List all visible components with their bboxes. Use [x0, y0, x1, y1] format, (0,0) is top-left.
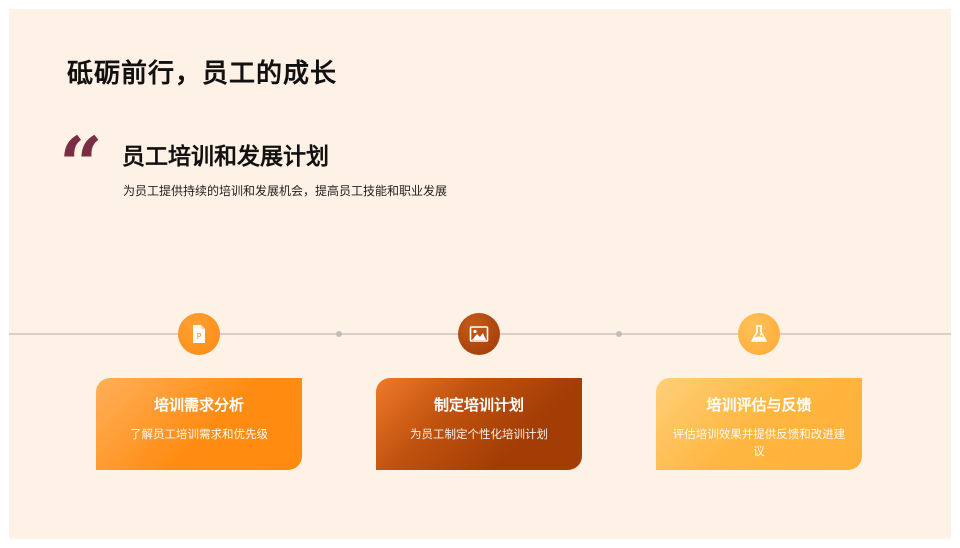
timeline-dot	[616, 331, 622, 337]
step-2-node	[458, 313, 500, 355]
timeline-dot	[336, 331, 342, 337]
step-description: 评估培训效果并提供反馈和改进建议	[672, 427, 846, 458]
step-description: 了解员工培训需求和优先级	[130, 427, 268, 441]
step-description: 为员工制定个性化培训计划	[410, 427, 548, 441]
document-p-icon: P	[193, 325, 205, 343]
step-card-3: 培训评估与反馈 评估培训效果并提供反馈和改进建议	[656, 378, 862, 470]
flask-icon	[751, 325, 767, 342]
section-title: 员工培训和发展计划	[122, 144, 329, 170]
step-title: 培训评估与反馈	[706, 396, 812, 414]
step-1-node: P	[178, 313, 220, 355]
slide: 砥砺前行，员工的成长 “ 员工培训和发展计划 为员工提供持续的培训和发展机会，提…	[9, 9, 951, 539]
quote-icon: “	[59, 120, 103, 209]
step-3-node	[738, 313, 780, 355]
section-description: 为员工提供持续的培训和发展机会，提高员工技能和职业发展	[123, 184, 448, 198]
page-title: 砥砺前行，员工的成长	[67, 59, 338, 89]
svg-text:P: P	[197, 332, 202, 341]
step-title: 制定培训计划	[433, 396, 524, 414]
image-icon	[469, 326, 489, 342]
step-title: 培训需求分析	[153, 396, 244, 414]
step-card-2: 制定培训计划 为员工制定个性化培训计划	[376, 378, 582, 470]
step-card-1: 培训需求分析 了解员工培训需求和优先级	[96, 378, 302, 470]
